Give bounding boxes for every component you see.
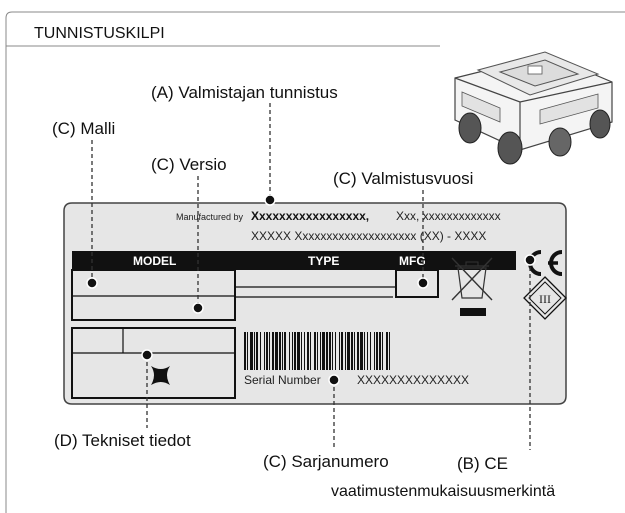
- callout-a-manufacturer: (A) Valmistajan tunnistus: [151, 83, 338, 102]
- model-version-box: [71, 269, 236, 321]
- serial-barcode: [244, 332, 390, 370]
- technical-data-symbol: [151, 366, 170, 385]
- model-column-header: MODEL: [133, 254, 176, 268]
- callout-c-model: (C) Malli: [52, 119, 115, 138]
- callout-leaders: [91, 103, 531, 450]
- technical-data-box: [71, 327, 236, 399]
- class-iii-text: III: [539, 292, 551, 306]
- manufactured-by-text: Manufactured by: [176, 212, 244, 222]
- manufacturer-address-line2: XXXXX Xxxxxxxxxxxxxxxxxxxx (XX) - XXXX: [251, 229, 486, 243]
- serial-number-label: Serial Number: [244, 373, 321, 387]
- callout-b-ce-line1: (B) CE: [457, 454, 508, 473]
- manufacturer-name: Xxxxxxxxxxxxxxxxx,: [251, 209, 369, 223]
- manufacturer-address-line1: Xxx, xxxxxxxxxxxxx: [396, 209, 501, 223]
- figure-border-top: [5, 11, 625, 19]
- mfg-column-header: MFG: [399, 254, 426, 268]
- callout-c-version: (C) Versio: [151, 155, 227, 174]
- type-column-header: TYPE: [308, 254, 339, 268]
- callout-c-year: (C) Valmistusvuosi: [333, 169, 473, 188]
- robot-mower-illustration: [454, 51, 613, 165]
- callout-d-technical: (D) Tekniset tiedot: [54, 431, 191, 450]
- weee-crossed-bin-icon: [451, 257, 493, 316]
- figure-title: TUNNISTUSKILPI: [34, 25, 165, 42]
- serial-number-value: XXXXXXXXXXXXXX: [357, 373, 469, 387]
- callout-c-serial: (C) Sarjanumero: [263, 452, 389, 471]
- class-iii-diamond-icon: III: [523, 276, 567, 320]
- mfg-year-box: [395, 269, 439, 298]
- callout-b-ce-line2: vaatimustenmukaisuusmerkintä: [331, 483, 555, 500]
- callout-dots: [86, 194, 536, 386]
- plate-table-header: [72, 251, 516, 270]
- identification-plate: Manufactured by Xxxxxxxxxxxxxxxxx, Xxx, …: [63, 202, 567, 405]
